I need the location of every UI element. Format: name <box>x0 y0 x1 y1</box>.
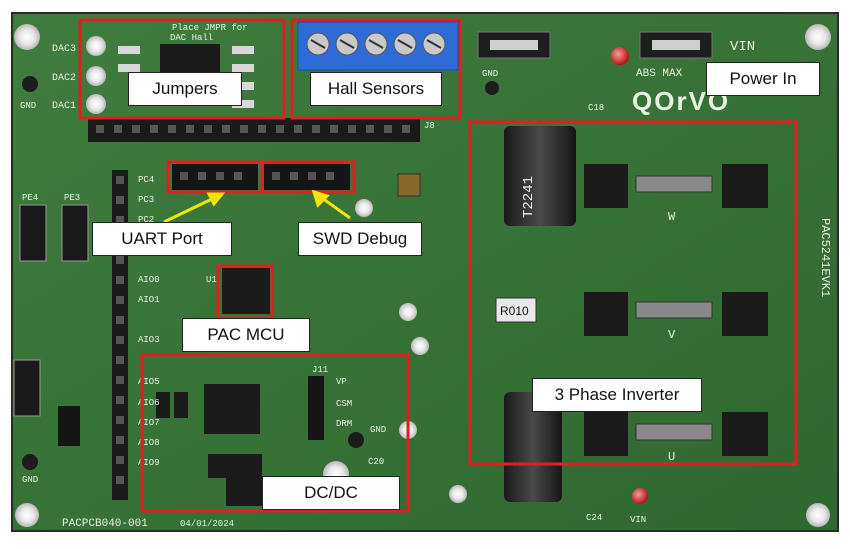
jumper-block <box>160 44 220 74</box>
dac1-test-point <box>86 94 106 114</box>
callout-uart-port: UART Port <box>92 222 232 256</box>
svg-text:Place JMPR for: Place JMPR for <box>172 23 248 33</box>
bulk-capacitor-1 <box>504 126 576 226</box>
dcdc-inductor <box>204 384 260 434</box>
j11-header <box>308 376 324 440</box>
pac-mcu-chip <box>222 268 270 314</box>
svg-text:VIN: VIN <box>730 39 755 55</box>
mount-hole-br <box>806 503 830 527</box>
svg-text:C20: C20 <box>368 457 384 467</box>
svg-text:AIO5: AIO5 <box>138 377 160 387</box>
svg-text:VP: VP <box>336 377 347 387</box>
svg-text:AIO9: AIO9 <box>138 458 160 468</box>
dac3-test-point <box>86 36 106 56</box>
reset-button <box>13 359 41 417</box>
svg-text:DAC3: DAC3 <box>52 44 76 55</box>
svg-text:PC3: PC3 <box>138 195 154 205</box>
svg-text:W: W <box>668 210 676 224</box>
inverter-region <box>468 120 798 466</box>
mount-hole-tl <box>14 24 40 50</box>
svg-text:T2241: T2241 <box>521 176 537 218</box>
callout-dc-dc: DC/DC <box>262 476 400 510</box>
dcdc-region <box>140 353 410 513</box>
svg-text:U: U <box>668 450 675 464</box>
hall-sensors-region <box>290 18 462 120</box>
jumpers-region <box>78 18 286 120</box>
svg-text:CSM: CSM <box>336 399 352 409</box>
pcb-date: 04/01/2024 <box>180 519 234 529</box>
svg-text:PE3: PE3 <box>64 193 80 203</box>
svg-text:ABS MAX: ABS MAX <box>636 68 683 80</box>
svg-text:AIO1: AIO1 <box>138 295 160 305</box>
callout-power-in: Power In <box>706 62 820 96</box>
svg-text:AIO8: AIO8 <box>138 438 160 448</box>
svg-text:J8: J8 <box>424 121 435 131</box>
svg-text:GND: GND <box>20 101 36 111</box>
svg-text:DAC2: DAC2 <box>52 73 76 84</box>
svg-text:AIO0: AIO0 <box>138 275 160 285</box>
svg-text:VIN: VIN <box>630 515 646 525</box>
header-j8 <box>88 118 420 142</box>
svg-text:PC4: PC4 <box>138 175 154 185</box>
svg-text:AIO6: AIO6 <box>138 398 160 408</box>
bulk-capacitor-2 <box>504 392 562 502</box>
jmp-header <box>58 406 80 446</box>
gnd-test-point-tl <box>22 76 38 92</box>
svg-text:GND: GND <box>370 425 386 435</box>
svg-text:J11: J11 <box>312 365 328 375</box>
svg-text:PE4: PE4 <box>22 193 38 203</box>
pe4-button <box>19 204 47 262</box>
phase-u <box>584 412 768 456</box>
mount-hole-bl <box>15 503 39 527</box>
svg-text:GND: GND <box>482 69 498 79</box>
callout-jumpers: Jumpers <box>128 72 242 106</box>
phase-w <box>584 164 768 208</box>
svg-text:PC2: PC2 <box>138 215 154 225</box>
svg-text:V: V <box>668 328 676 342</box>
board-part-number: PAC5241EVK1 <box>818 218 832 297</box>
callout-pac-mcu: PAC MCU <box>182 318 310 352</box>
svg-text:DAC Hall: DAC Hall <box>170 33 213 43</box>
shunt-resistor <box>495 297 537 323</box>
svg-text:DAC1: DAC1 <box>52 101 76 112</box>
dac2-test-point <box>86 66 106 86</box>
callout-three-phase-inverter: 3 Phase Inverter <box>532 378 702 412</box>
svg-text:C24: C24 <box>586 513 602 523</box>
svg-text:R010: R010 <box>500 304 529 318</box>
pe3-button <box>61 204 89 262</box>
phase-v <box>584 292 768 336</box>
pcb-id: PACPCB040-001 <box>62 518 148 530</box>
svg-text:DRM: DRM <box>336 419 352 429</box>
svg-text:AIO7: AIO7 <box>138 418 160 428</box>
mount-hole-tr <box>805 24 831 50</box>
svg-text:U1: U1 <box>206 275 217 285</box>
svg-text:GND: GND <box>22 475 38 485</box>
callout-hall-sensors: Hall Sensors <box>310 72 442 106</box>
vin-led <box>611 47 629 65</box>
svg-text:AIO3: AIO3 <box>138 335 160 345</box>
callout-swd-debug: SWD Debug <box>298 222 422 256</box>
svg-text:C18: C18 <box>588 103 604 113</box>
